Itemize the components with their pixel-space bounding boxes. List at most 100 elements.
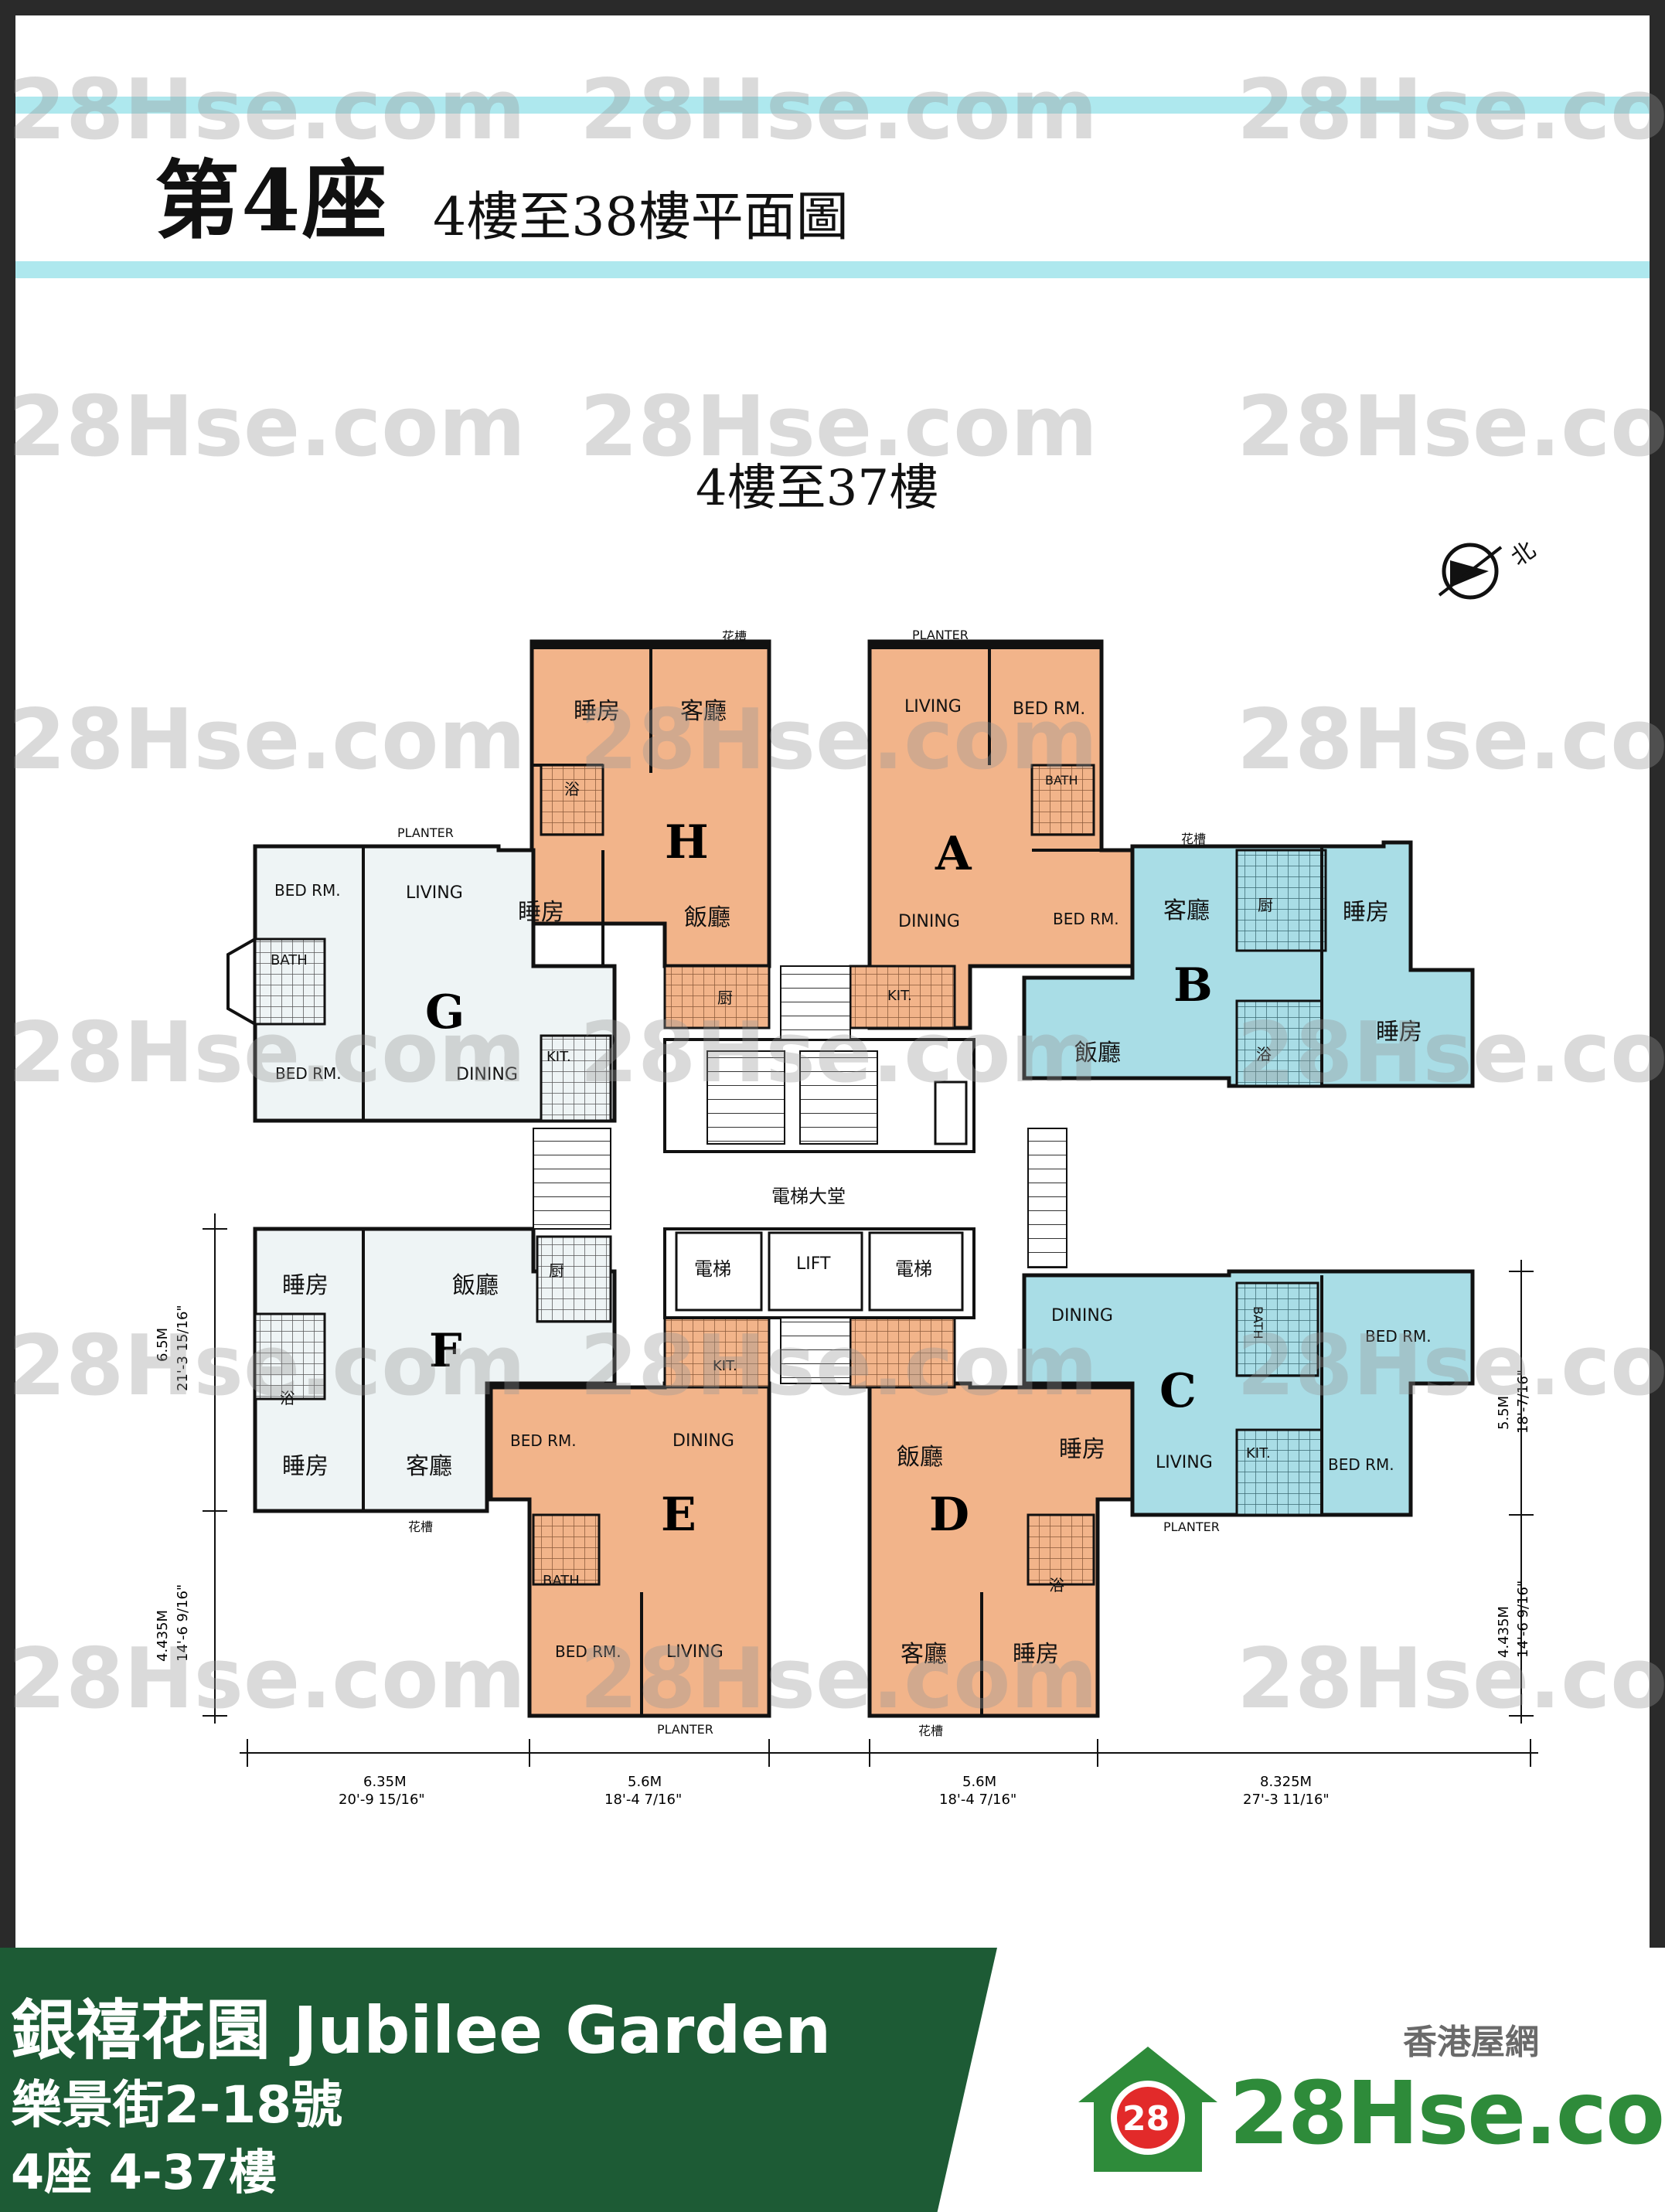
room-label: 睡房	[1059, 1436, 1105, 1463]
dimension-lines	[203, 1213, 1538, 1767]
room-label: DINING	[672, 1431, 734, 1451]
room-label: LIVING	[1156, 1453, 1213, 1472]
watermark-text: 28Hse.com	[580, 1005, 1098, 1101]
room-label: BED RM.	[1053, 910, 1119, 928]
room-label: PLANTER	[912, 628, 969, 642]
dimension-metric: 6.35M	[363, 1774, 407, 1790]
unit-label-e: E	[661, 1488, 696, 1542]
room-label: 厨	[717, 989, 733, 1007]
room-label: 睡房	[1343, 899, 1389, 926]
room-label: 花槽	[408, 1519, 434, 1534]
room-label: 厨	[1258, 896, 1273, 914]
estate-name: 銀禧花園 Jubilee Garden	[11, 1993, 832, 2068]
unit-b	[1022, 840, 1475, 1088]
room-label: BATH	[1251, 1306, 1265, 1339]
estate-address: 樂景街2-18號	[11, 2075, 343, 2135]
watermark-text: 28Hse.com	[580, 62, 1098, 158]
logo-brand[interactable]: 28Hse.com	[1229, 2064, 1665, 2164]
room-label: 花槽	[722, 629, 747, 644]
unit-label-g: G	[425, 985, 465, 1040]
block-floor-info: 4座 4-37樓	[11, 2144, 277, 2200]
floor-plan-drawing	[203, 543, 1538, 1767]
room-label: KIT.	[546, 1049, 571, 1065]
room-label: 花槽	[918, 1724, 944, 1738]
room-label: 浴	[1256, 1045, 1272, 1063]
room-label: BATH	[1045, 773, 1078, 788]
dimension-imperial: 18'-4 7/16"	[604, 1792, 683, 1808]
dimension-metric: 5.6M	[628, 1774, 662, 1790]
room-label: LIVING	[406, 883, 463, 903]
room-label: PLANTER	[1163, 1519, 1220, 1534]
room-label: BATH	[271, 952, 308, 968]
logo-tagline: 香港屋網	[1403, 2023, 1539, 2062]
unit-f	[253, 1227, 617, 1513]
room-label: BED RM.	[510, 1431, 577, 1450]
room-label: 客廳	[680, 698, 727, 725]
room-label: 花槽	[1181, 832, 1207, 846]
room-label: 浴	[280, 1389, 295, 1407]
unit-label-h: H	[665, 815, 709, 869]
room-label: 厨	[549, 1261, 564, 1280]
watermark-text: 28Hse.com	[580, 379, 1098, 475]
unit-label-c: C	[1159, 1364, 1197, 1418]
watermark-text: 28Hse.com	[8, 692, 526, 788]
room-label: KIT.	[887, 988, 912, 1004]
watermark-text: 28Hse.com	[580, 1318, 1098, 1414]
room-label: 客廳	[1163, 897, 1210, 924]
room-label: DINING	[1051, 1306, 1113, 1325]
room-label: 飯廳	[897, 1444, 943, 1471]
plan-subtitle: 4樓至38樓平面圖	[433, 187, 849, 248]
logo-badge: 28	[1122, 2099, 1170, 2139]
room-label: KIT.	[713, 1358, 737, 1374]
dimension-imperial: 18'-4 7/16"	[939, 1792, 1017, 1808]
room-label: 睡房	[282, 1453, 329, 1480]
room-label: LIVING	[666, 1642, 724, 1662]
unit-c	[1022, 1269, 1475, 1517]
dimension-imperial: 27'-3 11/16"	[1243, 1792, 1330, 1808]
room-label: 飯廳	[1074, 1040, 1121, 1067]
dimension-metric: 8.325M	[1260, 1774, 1313, 1790]
room-label: 客廳	[901, 1641, 947, 1668]
room-label: 睡房	[574, 698, 620, 725]
watermark-text: 28Hse.com	[1237, 379, 1665, 475]
room-label: 睡房	[282, 1272, 329, 1299]
watermark-text: 28Hse.com	[1237, 62, 1665, 158]
watermark-text: 28Hse.com	[1237, 692, 1665, 788]
room-label: 飯廳	[684, 904, 730, 931]
lift-label: 電梯	[895, 1258, 932, 1280]
watermark-text: 28Hse.com	[580, 1631, 1098, 1727]
unit-label-f: F	[429, 1324, 462, 1378]
room-label: 睡房	[1013, 1641, 1059, 1668]
room-label: 飯廳	[452, 1272, 499, 1299]
unit-label-a: A	[935, 827, 972, 881]
room-label: 睡房	[518, 899, 564, 926]
room-label: BED RM.	[1328, 1455, 1394, 1474]
compass-icon	[1438, 543, 1503, 600]
room-label: BED RM.	[1013, 699, 1086, 719]
room-label: BATH	[543, 1573, 580, 1589]
footer: 銀禧花園 Jubilee Garden 樂景街2-18號 4座 4-37樓 香港…	[0, 1948, 1665, 2212]
unit-label-d: D	[929, 1488, 970, 1542]
dimension-metric: 5.6M	[962, 1774, 997, 1790]
room-label: 睡房	[1376, 1019, 1422, 1046]
room-label: 浴	[1049, 1576, 1064, 1594]
room-label: LIVING	[904, 697, 962, 716]
room-label: BED RM.	[275, 1064, 342, 1083]
unit-label-b: B	[1173, 958, 1213, 1012]
room-label: PLANTER	[397, 825, 454, 840]
unit-d	[849, 1316, 1135, 1718]
watermark-text: 28Hse.com	[1237, 1318, 1665, 1414]
watermark-text: 28Hse.com	[8, 1318, 526, 1414]
watermark-text: 28Hse.com	[8, 1005, 526, 1101]
room-label: BED RM.	[1365, 1327, 1432, 1346]
watermark-text: 28Hse.com	[1237, 1005, 1665, 1101]
house-logo-icon	[1078, 2047, 1217, 2172]
lift-label: LIFT	[796, 1254, 831, 1274]
unit-h	[504, 639, 771, 1029]
unit-a	[849, 639, 1135, 1030]
lift-lobby-label: 電梯大堂	[771, 1186, 846, 1207]
unit-g	[226, 844, 617, 1123]
room-label: 浴	[564, 780, 580, 798]
room-label: 客廳	[406, 1453, 452, 1480]
watermark-text: 28Hse.com	[8, 1631, 526, 1727]
